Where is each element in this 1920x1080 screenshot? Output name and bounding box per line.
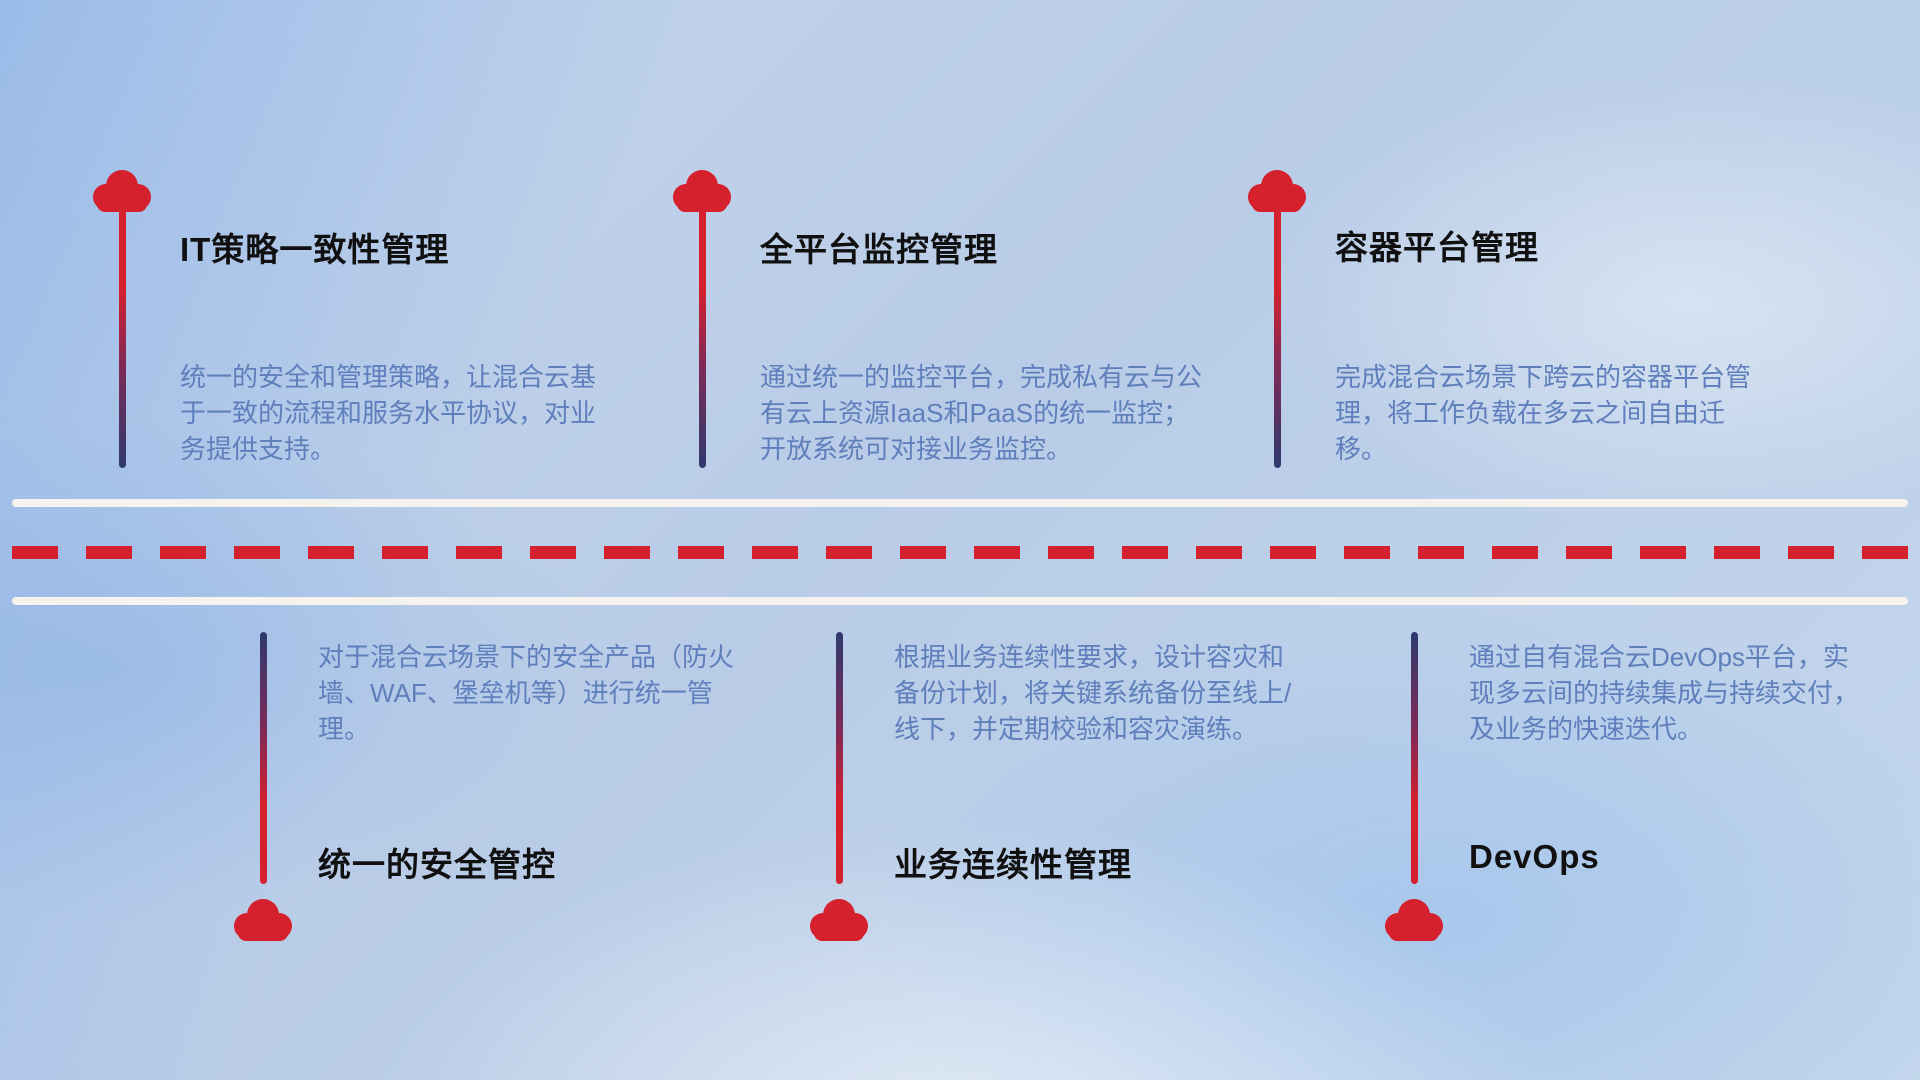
capability-title: IT策略一致性管理 bbox=[180, 231, 450, 268]
cloud-icon bbox=[669, 167, 735, 213]
capability-description: 通过统一的监控平台，完成私有云与公有云上资源IaaS和PaaS的统一监控；开放系… bbox=[760, 362, 1203, 464]
capability-description: 统一的安全和管理策略，让混合云基于一致的流程和服务水平协议，对业务提供支持。 bbox=[180, 362, 597, 464]
capability-description: 通过自有混合云DevOps平台，实现多云间的持续集成与持续交付，及业务的快速迭代… bbox=[1469, 642, 1860, 744]
capability-description: 对于混合云场景下的安全产品（防火墙、WAF、堡垒机等）进行统一管理。 bbox=[318, 642, 735, 744]
cloud-icon bbox=[1244, 167, 1310, 213]
capability-description: 完成混合云场景下跨云的容器平台管理，将工作负载在多云之间自由迁移。 bbox=[1335, 362, 1752, 464]
timeline-connector bbox=[1411, 632, 1418, 884]
capability-title: 统一的安全管控 bbox=[318, 846, 556, 883]
capability-title: 容器平台管理 bbox=[1335, 229, 1539, 266]
cloud-icon bbox=[230, 896, 296, 942]
timeline-connector bbox=[836, 632, 843, 884]
timeline-connector bbox=[699, 206, 706, 468]
capability-description: 根据业务连续性要求，设计容灾和备份计划，将关键系统备份至线上/线下，并定期校验和… bbox=[894, 642, 1292, 744]
capability-title: 业务连续性管理 bbox=[894, 846, 1132, 883]
road-center-dashline bbox=[12, 546, 1908, 559]
cloud-icon bbox=[89, 167, 155, 213]
road-edge-top bbox=[12, 499, 1908, 507]
capability-title: 全平台监控管理 bbox=[760, 231, 998, 268]
timeline-connector bbox=[119, 206, 126, 468]
timeline-connector bbox=[1274, 206, 1281, 468]
capability-title: DevOps bbox=[1469, 838, 1600, 875]
cloud-icon bbox=[1381, 896, 1447, 942]
road-edge-bottom bbox=[12, 597, 1908, 605]
timeline-connector bbox=[260, 632, 267, 884]
cloud-icon bbox=[806, 896, 872, 942]
